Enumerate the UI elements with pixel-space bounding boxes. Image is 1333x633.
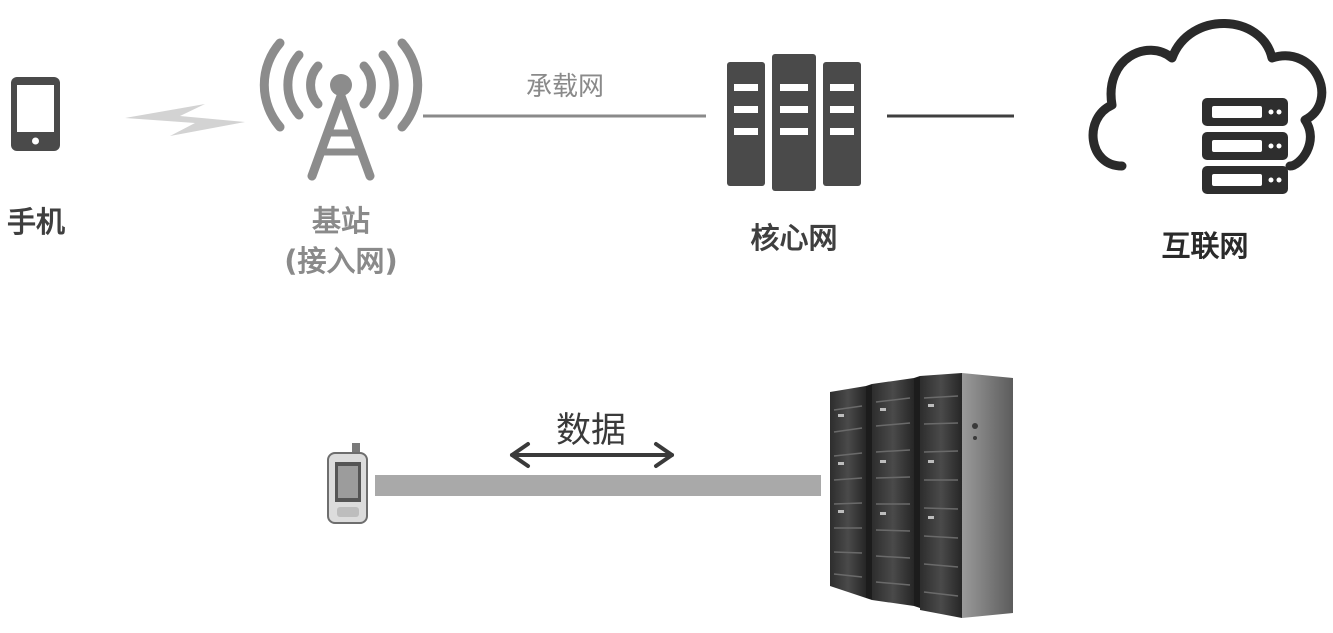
internet-label: 互联网 — [1161, 229, 1249, 263]
datacenter-racks-icon — [830, 373, 1013, 618]
radio-tower-icon — [259, 38, 423, 181]
bearer-network-label: 承载网 — [525, 72, 604, 102]
core-network-label: 核心网 — [750, 221, 838, 255]
lightning-icon — [125, 104, 245, 136]
data-label: 数据 — [555, 411, 626, 451]
phone-label: 手机 — [6, 205, 65, 239]
base-station-sublabel: (接入网) — [284, 244, 398, 278]
phone-icon — [11, 77, 60, 151]
handheld-phone-icon — [327, 443, 368, 524]
data-link-bar — [375, 475, 821, 496]
double-arrow-icon — [510, 442, 674, 468]
base-station-label: 基站 — [311, 204, 370, 238]
server-rack-icon — [727, 54, 861, 191]
cloud-server-icon — [1088, 19, 1327, 194]
